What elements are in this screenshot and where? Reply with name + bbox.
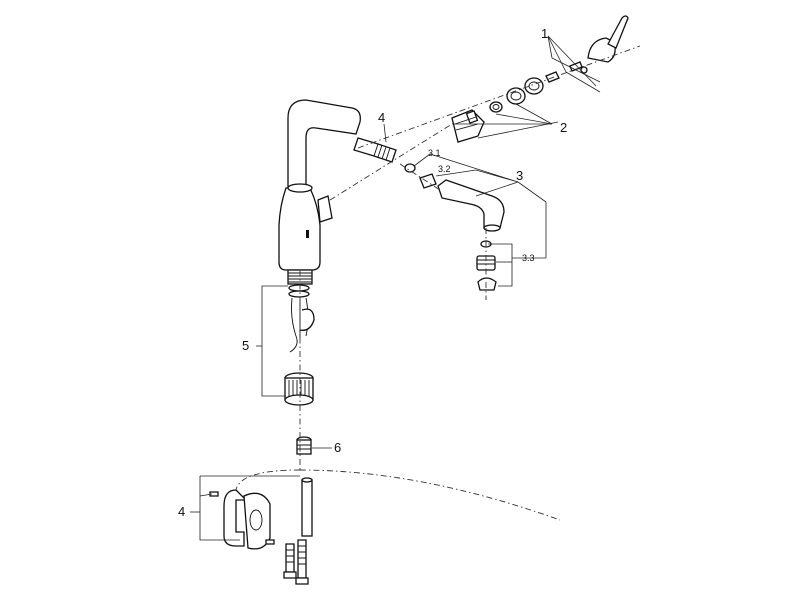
leader-lines bbox=[190, 35, 601, 541]
center-lines bbox=[235, 45, 641, 521]
label-3-1: 3.1 bbox=[428, 148, 441, 158]
label-4-bottom: 4 bbox=[178, 504, 185, 519]
label-3: 3 bbox=[516, 168, 523, 183]
label-4-top: 4 bbox=[378, 110, 385, 125]
cartridge-assembly bbox=[451, 15, 629, 143]
mounting-kit bbox=[209, 477, 313, 585]
hose-assembly bbox=[284, 284, 315, 406]
label-3-3: 3.3 bbox=[522, 253, 535, 263]
hose-connector-6 bbox=[296, 436, 312, 455]
faucet-body bbox=[278, 99, 361, 285]
label-3-2: 3.2 bbox=[438, 164, 451, 174]
label-2: 2 bbox=[560, 120, 567, 135]
label-5: 5 bbox=[242, 338, 249, 353]
spray-head bbox=[404, 163, 505, 291]
label-6: 6 bbox=[334, 440, 341, 455]
pullout-hose-connector bbox=[353, 137, 397, 163]
label-1: 1 bbox=[541, 26, 548, 41]
